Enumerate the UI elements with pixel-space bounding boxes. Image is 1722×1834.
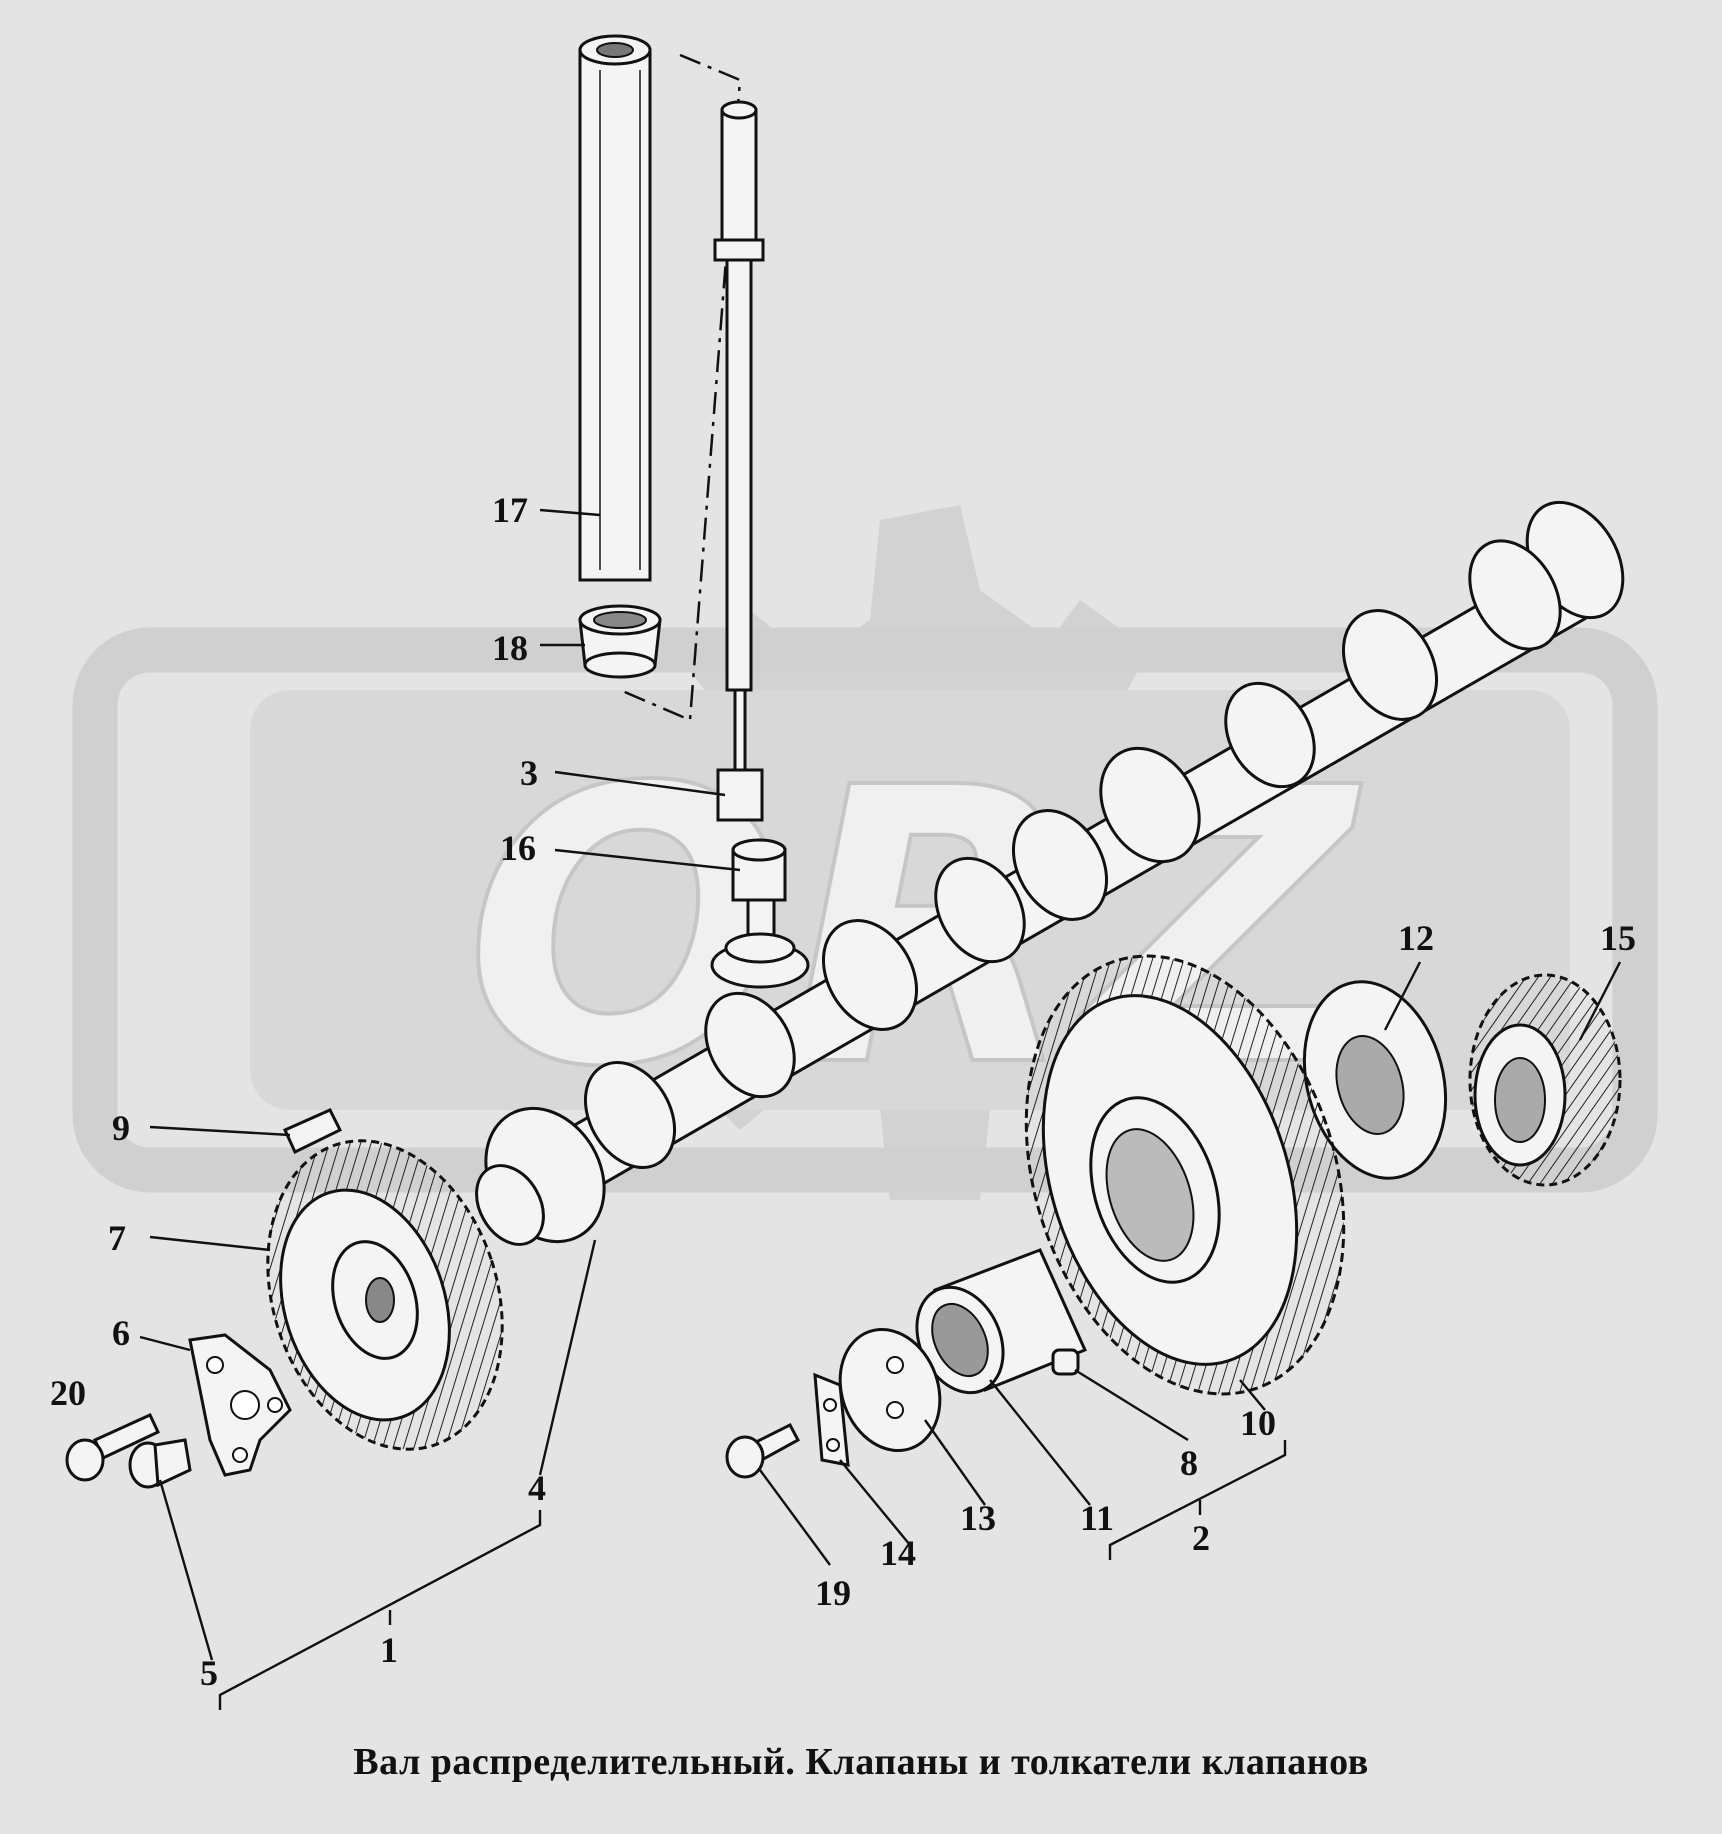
callout-14: 14 (880, 1533, 916, 1573)
callout-8: 8 (1180, 1443, 1198, 1483)
part-20-bolt (65, 1413, 160, 1482)
callout-labels: 17 18 3 16 9 7 6 20 5 4 1 12 15 10 8 2 1… (50, 490, 1636, 1693)
leader-lines (139, 508, 1622, 1710)
callout-13: 13 (960, 1498, 996, 1538)
callout-20: 20 (50, 1373, 86, 1413)
part-6-lock-plate (188, 1333, 292, 1477)
part-15-drive-gear (1468, 973, 1622, 1187)
part-12-thrust-washer (1302, 980, 1448, 1180)
callout-2: 2 (1192, 1518, 1210, 1558)
part-18-bushing (578, 604, 662, 679)
callout-1: 1 (380, 1630, 398, 1670)
part-5-pin (128, 1438, 192, 1489)
callout-12: 12 (1398, 918, 1434, 958)
callout-18: 18 (492, 628, 528, 668)
part-13-thrust-disc (838, 1327, 942, 1453)
callout-3: 3 (520, 753, 538, 793)
part-10-camshaft-gear (1024, 954, 1346, 1396)
part-9-key (283, 1108, 343, 1155)
part-19-bolt (725, 1423, 801, 1479)
callout-5: 5 (200, 1653, 218, 1693)
part-3-pushrod (713, 100, 765, 822)
callout-4: 4 (528, 1468, 546, 1508)
callout-10: 10 (1240, 1403, 1276, 1443)
part-7-gear (266, 1139, 504, 1451)
part-14-lock-tab (813, 1372, 850, 1467)
part-8-dowel (1051, 1348, 1080, 1376)
callout-7: 7 (108, 1218, 126, 1258)
callout-9: 9 (112, 1108, 130, 1148)
part-11-sleeve (915, 1248, 1088, 1395)
callout-17: 17 (492, 490, 528, 530)
alignment-lines (619, 53, 742, 722)
diagram-caption: Вал распределительный. Клапаны и толкате… (353, 1741, 1369, 1783)
callout-11: 11 (1080, 1498, 1114, 1538)
callout-6: 6 (112, 1313, 130, 1353)
callout-16: 16 (500, 828, 536, 868)
callout-19: 19 (815, 1573, 851, 1613)
part-16-tappet (710, 838, 810, 989)
callout-15: 15 (1600, 918, 1636, 958)
camshaft (475, 500, 1625, 1246)
part-17-pushrod-tube (578, 34, 652, 582)
